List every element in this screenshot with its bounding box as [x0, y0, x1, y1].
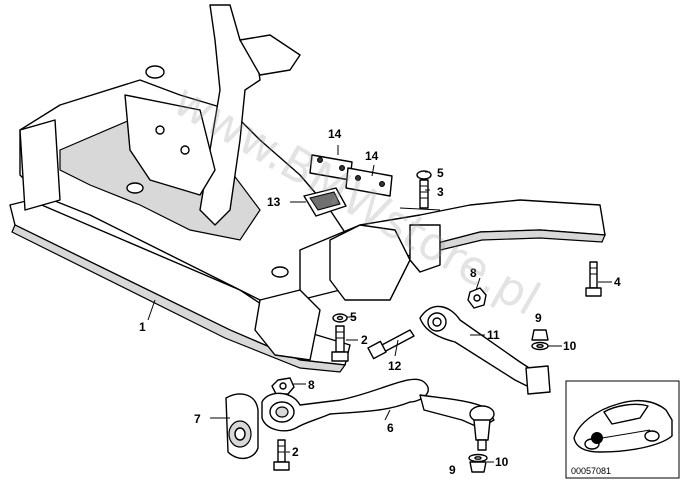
washer-5-lower — [332, 313, 348, 323]
pad-13 — [303, 187, 347, 217]
bolt-4 — [585, 261, 602, 297]
callout-2: 2 — [361, 333, 368, 347]
tension-strut-11 — [419, 305, 551, 395]
callout-14: 14 — [365, 149, 379, 163]
rubber-mount-7 — [225, 393, 259, 459]
callout-10: 10 — [495, 455, 509, 469]
bolt-2-upper — [331, 325, 349, 362]
location-marker — [591, 432, 603, 444]
vehicle-inset: 00057081 — [565, 380, 680, 479]
front-axle-carrier — [9, 4, 606, 373]
callout-1: 1 — [139, 320, 146, 334]
callout-11: 11 — [487, 328, 500, 342]
callout-6: 6 — [387, 421, 394, 435]
leader-lines — [147, 145, 612, 463]
bolt-12 — [367, 329, 415, 360]
bolt-2-lower — [273, 439, 290, 471]
callout-7: 7 — [194, 412, 201, 426]
callout-13: 13 — [267, 195, 281, 209]
callout-9: 9 — [449, 463, 456, 477]
nut-9-lower — [469, 461, 487, 473]
washer-10-upper — [531, 341, 549, 351]
bolt-3 — [416, 170, 432, 209]
nut-8-upper — [467, 287, 487, 309]
callout-14: 14 — [328, 127, 342, 141]
washer-10-lower — [468, 453, 488, 463]
callout-12: 12 — [388, 359, 402, 373]
nut-9-upper — [531, 329, 549, 341]
callout-5: 5 — [437, 166, 444, 180]
callout-8: 8 — [308, 378, 315, 392]
reference-code: 00057081 — [571, 466, 611, 476]
control-arm-6 — [261, 378, 495, 451]
bracket-plates-14 — [309, 154, 393, 197]
callout-10: 10 — [563, 339, 577, 353]
callout-2: 2 — [292, 445, 299, 459]
callout-4: 4 — [614, 275, 621, 289]
callout-9: 9 — [535, 311, 542, 325]
nut-8-lower — [271, 377, 295, 395]
callout-3: 3 — [437, 185, 444, 199]
callout-8: 8 — [470, 266, 477, 280]
callout-5: 5 — [350, 310, 357, 324]
callout-labels: 1 2 2 3 4 5 5 6 7 8 8 9 9 10 10 11 12 13… — [139, 127, 621, 477]
